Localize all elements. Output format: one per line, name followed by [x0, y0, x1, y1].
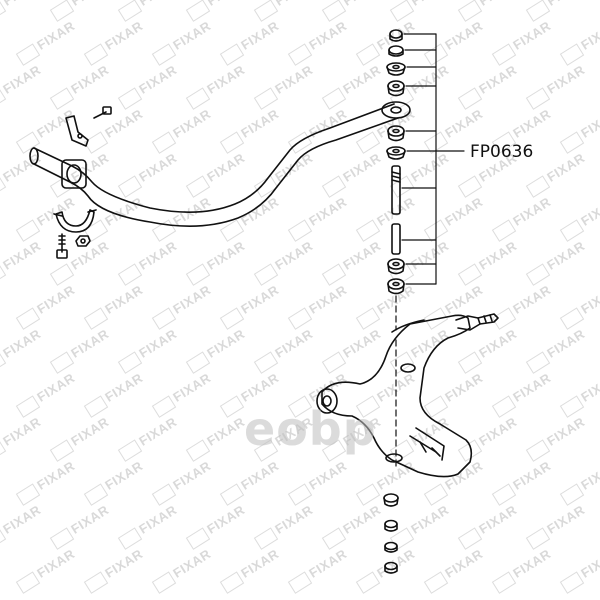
center-watermark-logo: eobp: [244, 402, 377, 456]
bracket-bolt-bottom: [56, 233, 68, 259]
lower-nut-1: [384, 519, 398, 532]
link-nut-1: [389, 29, 403, 42]
ball-joint: [455, 313, 499, 331]
link-bushing-3: [387, 258, 405, 275]
bracket-nut-bottom: [75, 235, 91, 247]
bushing-bracket-top: [65, 115, 89, 147]
link-bushing-4: [387, 278, 405, 295]
link-bushing-2: [387, 125, 405, 142]
link-bolt: [391, 165, 401, 215]
link-spacer-sleeve: [391, 223, 401, 255]
lower-washer-1: [383, 493, 399, 507]
link-washer-1: [388, 45, 404, 57]
stabilizer-bushing: [61, 159, 87, 189]
link-cup-washer-2: [386, 146, 406, 160]
part-bracket-lines: [401, 33, 465, 285]
stabilizer-bar: [29, 101, 411, 227]
lower-nut-2: [384, 561, 398, 574]
lower-control-arm: [316, 314, 473, 478]
link-cup-washer-1: [386, 62, 406, 76]
bushing-clamp-bottom: [53, 209, 97, 233]
bracket-bolt-top: [93, 106, 112, 119]
link-bushing-1: [387, 80, 405, 97]
part-number-label: FP0636: [470, 142, 534, 162]
lower-washer-2: [384, 541, 398, 553]
